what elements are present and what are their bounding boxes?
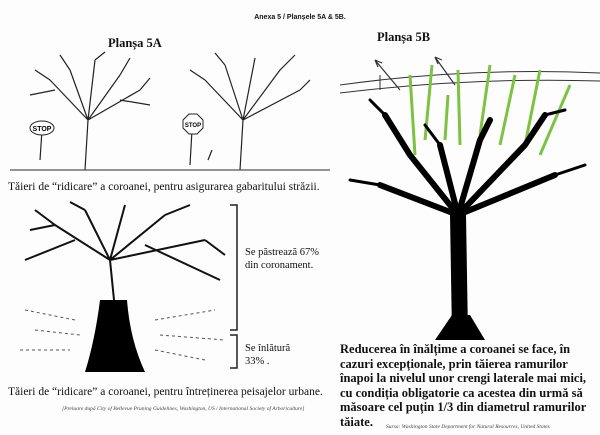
plate-5a-source: [Preluare după City of Bellevue Pruning … <box>62 406 305 412</box>
power-lines <box>340 71 600 94</box>
arrow-icon <box>374 56 456 91</box>
plate-5b-source: Sursa: Washington State Department for N… <box>386 424 550 430</box>
plate-5a-title: Planșa 5A <box>108 36 162 50</box>
document-title: Anexa 5 / Planșele 5A & 5B. <box>254 14 346 21</box>
crown-reduction-illustration <box>340 56 600 340</box>
svg-text:STOP: STOP <box>185 123 201 129</box>
svg-text:STOP: STOP <box>33 126 52 133</box>
crown-lifting-illustration <box>20 201 238 372</box>
plate-5b-description: Reducerea în înălțime a coroanei se face… <box>340 342 587 429</box>
lifted-trees-illustration: STOP STOP <box>10 51 330 171</box>
caption-urban-landscape: Tăieri de “ridicare” a coroanei, pentru … <box>8 386 323 398</box>
plate-5b-title: Planșa 5B <box>377 30 431 44</box>
stop-sign-icon: STOP <box>182 113 204 135</box>
caption-street-clearance: Tăieri de “ridicare” a coroanei, pentru … <box>8 181 320 193</box>
tree-trunk <box>85 300 145 372</box>
removed-crown-note: Se înlătură 33% . <box>245 343 291 367</box>
green-lateral-branches <box>408 64 572 156</box>
stop-sign-icon: STOP <box>29 120 55 136</box>
kept-crown-note: Se păstrează 67% din coronament. <box>245 247 320 271</box>
percentage-brackets <box>230 204 238 369</box>
